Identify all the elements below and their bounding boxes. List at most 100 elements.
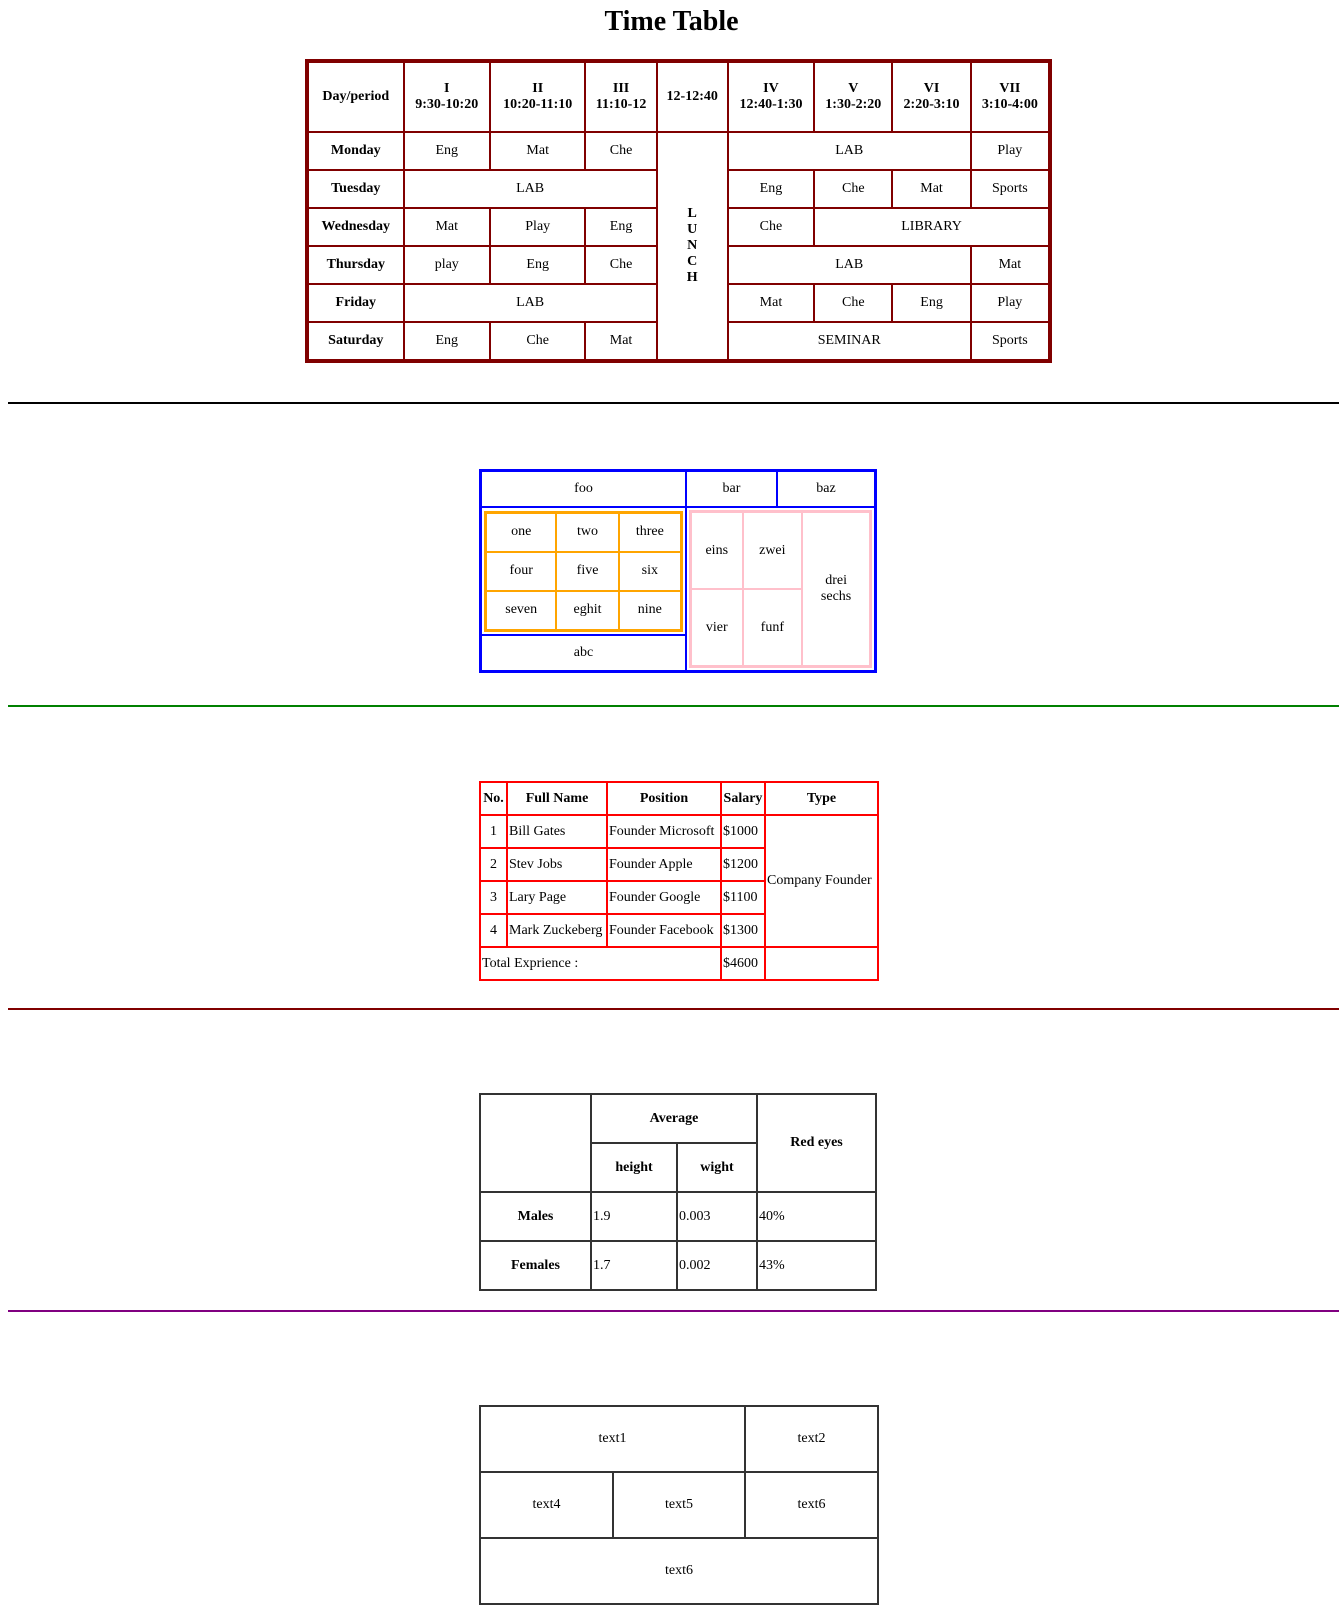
divider-black — [8, 402, 1339, 404]
header-day-period: Day/period — [308, 62, 404, 132]
header-full-name: Full Name — [508, 783, 608, 816]
nested-header-row: foo bar baz — [481, 471, 875, 507]
cell-no: 3 — [481, 882, 508, 915]
cell-baz: baz — [777, 471, 875, 507]
period-numeral: IV — [763, 81, 779, 96]
nested-table: foo bar baz one two three four five six — [479, 469, 877, 673]
period-numeral: II — [532, 81, 544, 96]
total-value: $4600 — [722, 948, 766, 981]
class-cell: SEMINAR — [727, 322, 971, 360]
header-salary: Salary — [722, 783, 766, 816]
table-row-females: Females 1.7 0.002 43% — [480, 1241, 876, 1290]
cell-position: Founder Google — [608, 882, 722, 915]
class-cell: Sports — [970, 170, 1049, 208]
cell-full-name: Bill Gates — [508, 816, 608, 849]
cell-full-name: Mark Zuckeberg — [508, 915, 608, 948]
cell-foo: foo — [481, 471, 686, 507]
cell-salary: $1300 — [722, 915, 766, 948]
total-label: Total Exprience : — [481, 948, 722, 981]
average-subheader-row: height wight — [480, 1143, 876, 1192]
cell-text6-wide: text6 — [480, 1538, 878, 1604]
orange-cell: six — [618, 551, 681, 591]
class-cell: Che — [814, 284, 893, 322]
header-type: Type — [766, 783, 879, 816]
cell-salary: $1200 — [722, 849, 766, 882]
cell-position: Founder Microsoft — [608, 816, 722, 849]
day-label: Friday — [308, 284, 404, 322]
total-row: Total Exprience : $4600 — [481, 948, 879, 981]
header-no: No. — [481, 783, 508, 816]
cell-vier: vier — [691, 589, 743, 666]
class-cell: Che — [814, 170, 893, 208]
cell-red-eyes: 40% — [757, 1192, 876, 1241]
class-cell: Play — [970, 284, 1049, 322]
class-cell: Eng — [489, 246, 586, 284]
timetable-row-friday: Friday LAB Mat Che Eng Play — [308, 284, 1049, 322]
orange-table: one two three four five six seven eghit … — [484, 510, 683, 632]
class-cell: LIBRARY — [814, 208, 1049, 246]
table-row: 3 Lary Page Founder Google $1100 — [481, 882, 879, 915]
class-cell: LAB — [403, 170, 657, 208]
class-cell: Eng — [727, 170, 815, 208]
orange-table-wrap: one two three four five six seven eghit … — [481, 507, 686, 635]
nested-body-row: one two three four five six seven eghit … — [481, 507, 875, 671]
class-cell: Che — [585, 132, 657, 170]
class-cell: Mat — [727, 284, 815, 322]
cell-salary: $1000 — [722, 816, 766, 849]
pink-table: eins zwei drei sechs vier funf — [689, 510, 872, 668]
class-cell: Mat — [489, 132, 586, 170]
cell-text1: text1 — [480, 1406, 745, 1472]
cell-text6: text6 — [745, 1472, 878, 1538]
pink-row: eins zwei drei sechs — [691, 512, 870, 666]
class-cell: Mat — [970, 246, 1049, 284]
cell-zwei: zwei — [742, 512, 803, 589]
cell-full-name: Lary Page — [508, 882, 608, 915]
header-position: Position — [608, 783, 722, 816]
row-label-females: Females — [480, 1241, 591, 1290]
orange-row: one two three — [486, 512, 681, 552]
period-numeral: VII — [999, 81, 1021, 96]
class-cell: Eng — [403, 322, 490, 360]
average-header-row: Average Red eyes — [480, 1094, 876, 1192]
timetable-row-wednesday: Wednesday Mat Play Eng Che LIBRARY — [308, 208, 1049, 246]
class-cell: Mat — [892, 170, 971, 208]
cell-drei-sechs: drei sechs — [802, 512, 870, 666]
timetable-row-saturday: Saturday Eng Che Mat SEMINAR Sports — [308, 322, 1049, 360]
header-wight: wight — [677, 1143, 757, 1192]
day-label: Wednesday — [308, 208, 404, 246]
divider-maroon — [8, 1008, 1339, 1010]
class-cell: play — [403, 246, 490, 284]
class-cell: Play — [970, 132, 1049, 170]
class-cell: Che — [727, 208, 815, 246]
cell-abc: abc — [481, 635, 686, 671]
class-cell: Eng — [585, 208, 657, 246]
orange-row: seven eghit nine — [486, 590, 681, 630]
period-numeral: VI — [923, 81, 940, 96]
day-label: Monday — [308, 132, 404, 170]
day-label: Tuesday — [308, 170, 404, 208]
table-row: 1 Bill Gates Founder Microsoft $1000 Com… — [481, 816, 879, 948]
cell-wight: 0.002 — [677, 1241, 757, 1290]
lunch-letter: C — [687, 254, 698, 269]
orange-cell: seven — [486, 590, 557, 630]
period-numeral: I — [444, 81, 450, 96]
class-cell: Mat — [403, 208, 490, 246]
pink-row: vier funf — [691, 589, 870, 666]
orange-cell: eghit — [556, 590, 619, 630]
lunch-cell: L U N C H — [656, 132, 728, 360]
cell-full-name: Stev Jobs — [508, 849, 608, 882]
text-row: text1 text2 — [480, 1406, 878, 1472]
class-cell: Mat — [585, 322, 657, 360]
table-row-males: Males 1.9 0.003 40% — [480, 1192, 876, 1241]
cell-wight: 0.003 — [677, 1192, 757, 1241]
page-title: Time Table — [604, 6, 739, 37]
class-cell: LAB — [727, 246, 971, 284]
period-numeral: V — [848, 81, 859, 96]
table-row: 4 Mark Zuckeberg Founder Facebook $1300 — [481, 915, 879, 948]
cell-type: Company Founder — [766, 816, 879, 948]
